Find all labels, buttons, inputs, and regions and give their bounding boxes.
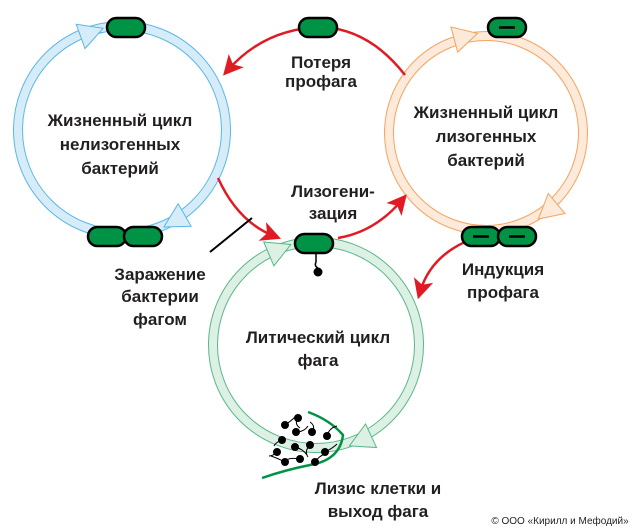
lysis-label: Лизис клетки и: [315, 479, 441, 498]
cell-lysis-icon: [261, 410, 345, 480]
infection-label: бактерии: [121, 287, 199, 306]
lysogenic-cycle-ring: [384, 26, 588, 235]
copyright-text: © ООО «Кирилл и Мефодий»: [491, 515, 629, 527]
bacterium-icon: [86, 225, 128, 248]
nonlysogenic-cycle-title: Жизненный цикл: [47, 111, 193, 130]
bacterium-icon: [105, 16, 147, 39]
cycle-arrowhead-icon: [262, 241, 292, 267]
lysogenic-cycle-title: лизогенных: [436, 127, 537, 146]
cycle-arrowhead-icon: [162, 202, 193, 228]
cycle-arrowhead-icon: [75, 23, 105, 50]
infection-pointer-line: [209, 217, 253, 253]
phage-icon: [313, 253, 323, 277]
lytic-cycle-title: фага: [298, 351, 339, 370]
infection-arrow: [216, 177, 281, 241]
prophage-loss-label: Потеря: [291, 53, 351, 72]
lysogenization-arrow: [337, 194, 407, 240]
lysogenic-cycle-title: Жизненный цикл: [413, 103, 559, 122]
infection-label: фагом: [133, 310, 187, 329]
cycle-arrowhead-icon: [537, 192, 566, 220]
infection-label: Заражение: [114, 265, 205, 284]
bacteria: [86, 16, 538, 255]
bacterium-icon: [297, 16, 339, 39]
lysogenization-label: зация: [309, 204, 358, 223]
lysis-label: выход фага: [328, 502, 429, 521]
nonlysogenic-cycle-title: бактерий: [81, 159, 159, 178]
induction-label: Индукция: [462, 260, 544, 279]
induction-arrow: [413, 240, 466, 300]
prophage-loss-label: профага: [285, 72, 357, 91]
lysogenization-label: Лизогени-: [291, 182, 375, 201]
lytic-cycle-title: Литический цикл: [246, 328, 390, 347]
infected-bacterium-icon: [293, 232, 335, 255]
nonlysogenic-cycle-title: нелизогенных: [60, 135, 181, 154]
cycle-arrowhead-icon: [348, 423, 378, 449]
induction-label: профага: [467, 283, 539, 302]
prophage-marks: [473, 26, 525, 238]
lysogenic-cycle-title: бактерий: [447, 151, 525, 170]
bacterium-icon: [122, 225, 164, 248]
cycle-arrowhead-icon: [450, 26, 479, 54]
